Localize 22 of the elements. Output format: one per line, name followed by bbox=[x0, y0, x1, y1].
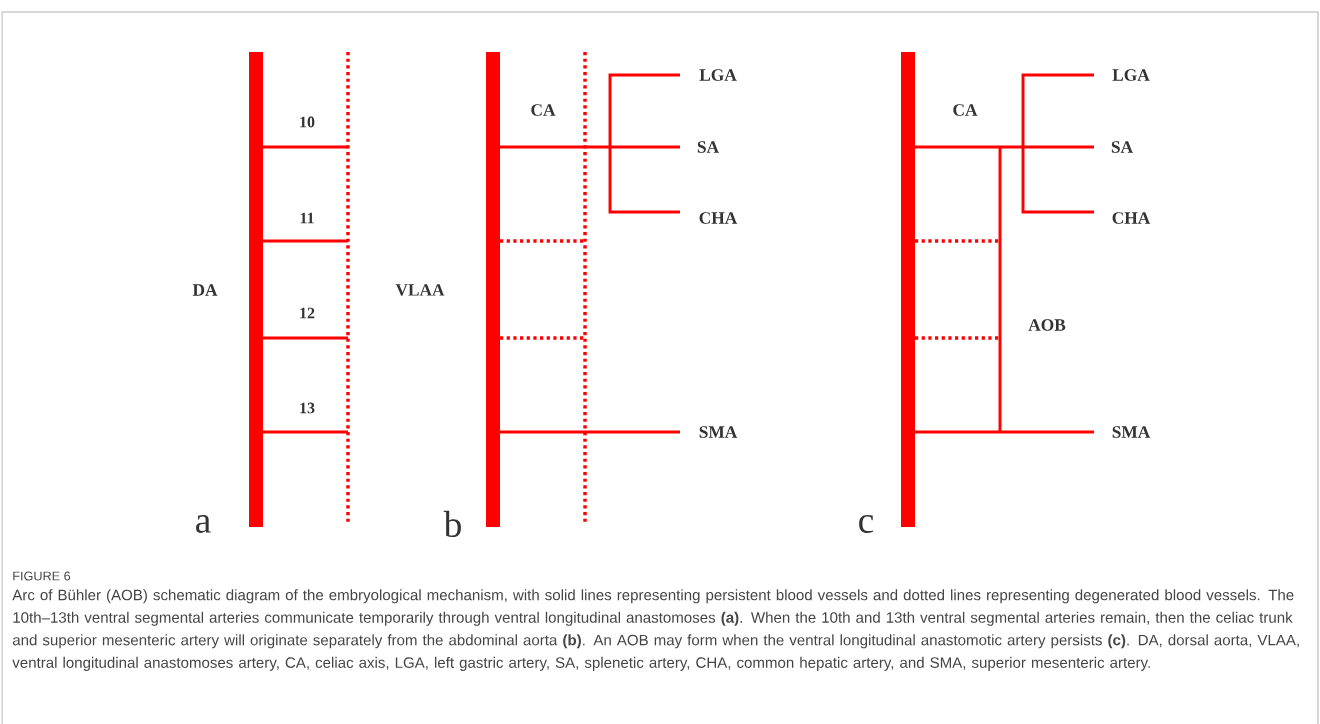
vessel-label: SMA bbox=[699, 426, 738, 438]
panel-letter: a bbox=[196, 515, 211, 533]
vessel-label: LGA bbox=[699, 69, 737, 81]
figure-number: FIGURE 6 bbox=[13, 571, 71, 581]
vessel-label: DA bbox=[192, 284, 218, 296]
vessel-label: CHA bbox=[699, 212, 738, 224]
vessel-label: SA bbox=[697, 141, 719, 153]
segment-number: 12 bbox=[300, 307, 315, 319]
vessel-label: CA bbox=[531, 104, 556, 116]
vessel-label: LGA bbox=[1112, 69, 1150, 81]
segment-number: 13 bbox=[300, 402, 315, 414]
vessel-label: CHA bbox=[1112, 212, 1151, 224]
vessel-label: AOB bbox=[1028, 319, 1066, 331]
vessel-label: SMA bbox=[1112, 426, 1151, 438]
segment-number: 10 bbox=[300, 116, 315, 128]
caption: Arc of Bühler (AOB) schematic diagram of the embryological mechanism, with solid lines representing persistent blood vessels and dotted lines representing degenerated blood vessels. The 10th–13th ventral segmental arteries communicate temporarily through ventral longitudinal anastomoses (a). When the 10th and 13th ventral segmental arteries remain, then the celiac trunk and superior mesenteric artery will originate separately from the abdominal aorta (b). An AOB may form when the ventral longitudinal anastomotic artery persists (c). DA, dorsal aorta, VLAA, ventral longitudinal anastomoses artery, CA, celiac axis, LGA, left gastric artery, SA, splenetic artery, CHA, common hepatic artery, and SMA, superior mesenteric artery. bbox=[12, 589, 1299, 671]
segment-number: 11 bbox=[300, 212, 314, 224]
vessel-label: VLAA bbox=[395, 284, 445, 296]
vessel-label: SA bbox=[1111, 141, 1133, 153]
vessel-label: CA bbox=[953, 104, 978, 116]
panel-letter: b bbox=[443, 510, 461, 538]
panel-letter: c bbox=[859, 515, 874, 533]
